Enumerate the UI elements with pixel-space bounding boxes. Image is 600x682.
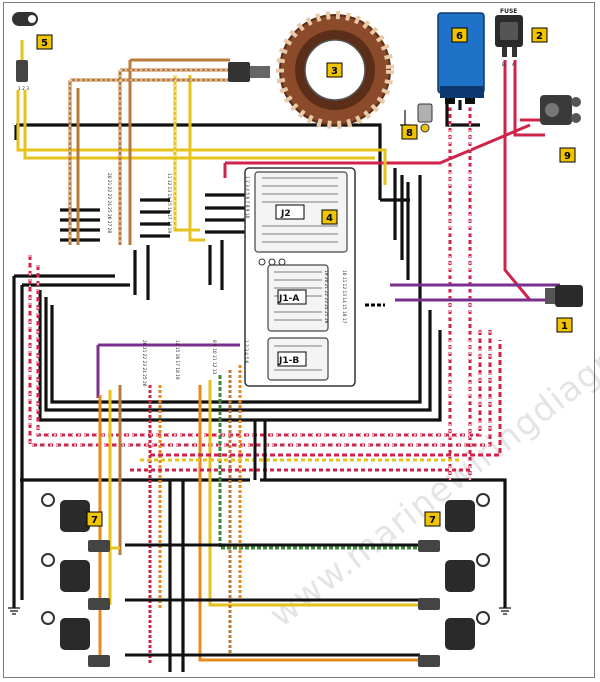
j1b-pin-numbers-d: 1 2 3 4 5 6 bbox=[243, 340, 249, 363]
j2-box bbox=[275, 204, 305, 220]
callout-6: 6 bbox=[451, 27, 468, 43]
ignition-coils-left bbox=[41, 493, 110, 667]
ground-symbols bbox=[8, 607, 511, 615]
starter-relay bbox=[540, 95, 581, 125]
position-sensor bbox=[12, 12, 38, 82]
callout-7-left: 7 bbox=[86, 511, 103, 527]
callout-7-right: 7 bbox=[424, 511, 441, 527]
stator-connector bbox=[228, 62, 270, 82]
j1a-box bbox=[277, 289, 307, 305]
j1a-pin-numbers-right: 10 11 12 13 14 15 16 17 bbox=[341, 270, 347, 324]
svg-text:7: 7 bbox=[429, 515, 436, 526]
svg-text:3: 3 bbox=[331, 66, 338, 77]
svg-text:1: 1 bbox=[561, 321, 568, 332]
fuse-pin-b: A bbox=[512, 62, 515, 68]
svg-text:2: 2 bbox=[536, 31, 543, 42]
j1b-pin-numbers-b: 14 15 16 17 18 19 bbox=[174, 340, 180, 380]
purple-wires bbox=[96, 283, 560, 398]
callout-2: 2 bbox=[531, 27, 548, 43]
fuse-label: FUSE bbox=[500, 8, 517, 15]
j2-label: J2 bbox=[280, 209, 291, 219]
j1b-label: J1-B bbox=[278, 356, 299, 366]
svg-text:9: 9 bbox=[564, 151, 571, 162]
white-stripe-overlays bbox=[69, 69, 230, 245]
sensor-pin-label: 1 2 3 bbox=[18, 86, 29, 92]
callout-8: 8 bbox=[401, 124, 418, 140]
svg-text:7: 7 bbox=[91, 515, 98, 526]
fuse-holder bbox=[495, 15, 523, 57]
injector-harness bbox=[90, 340, 502, 665]
tan-wires bbox=[68, 58, 230, 245]
left-pin-numbers-b: 11 12 13 14 15 16 17 18 19 bbox=[166, 173, 172, 233]
j1b-pin-numbers-a: 20 21 22 23 24 25 26 bbox=[141, 340, 147, 387]
callout-3: 3 bbox=[326, 62, 343, 78]
callout-9: 9 bbox=[559, 147, 576, 163]
blue-module bbox=[437, 12, 485, 104]
left-pin-numbers-a: 20 21 22 23 24 25 26 27 28 bbox=[106, 173, 112, 233]
red-white-stripe-overlays bbox=[29, 100, 491, 480]
callout-5: 5 bbox=[36, 34, 53, 50]
callout-4: 4 bbox=[321, 209, 338, 225]
ignition-coils-right bbox=[418, 493, 490, 667]
yellow-wires bbox=[16, 40, 387, 307]
black-wires bbox=[12, 100, 507, 672]
svg-text:5: 5 bbox=[41, 38, 48, 49]
svg-text:4: 4 bbox=[326, 213, 333, 224]
diagram-frame bbox=[3, 2, 595, 678]
svg-text:6: 6 bbox=[456, 31, 463, 42]
j1b-pin-numbers-c: 8 9 10 11 12 13 bbox=[211, 340, 217, 374]
j1b-box bbox=[277, 351, 307, 367]
main-harness-plug bbox=[545, 285, 583, 307]
callout-1: 1 bbox=[556, 317, 573, 333]
j1a-pin-numbers-left: 19 20 21 22 23 24 25 26 bbox=[323, 270, 329, 324]
fuse-pin-a: B bbox=[502, 62, 505, 68]
j1a-label: J1-A bbox=[278, 294, 299, 304]
j2-pin-numbers: 1 2 3 4 5 6 7 8 9 10 bbox=[244, 176, 250, 219]
svg-text:8: 8 bbox=[406, 128, 413, 139]
